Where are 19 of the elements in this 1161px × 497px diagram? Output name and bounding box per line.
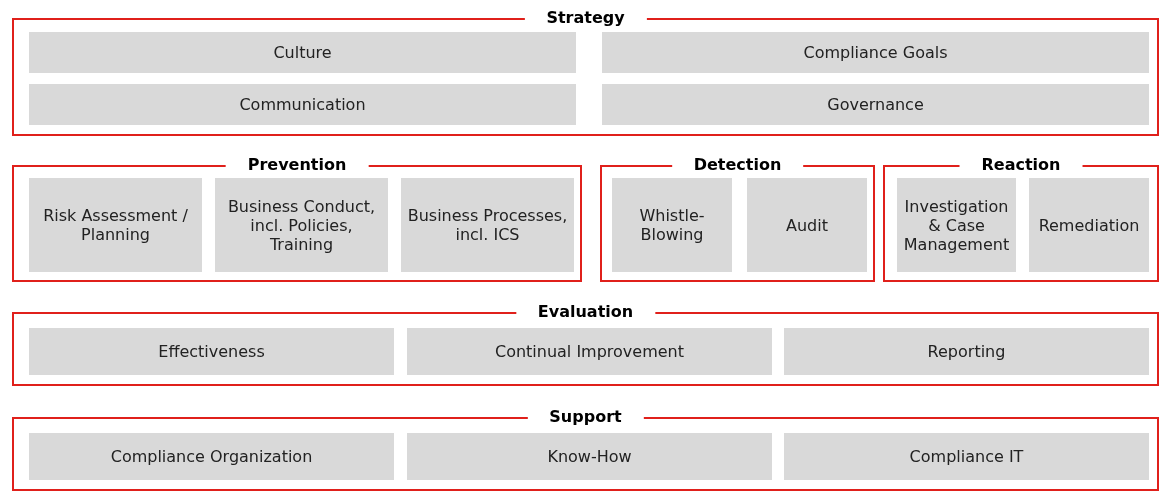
category-box: Compliance IT: [784, 433, 1149, 480]
category-box: Effectiveness: [29, 328, 394, 375]
category-box: Compliance Organization: [29, 433, 394, 480]
category-box: Business Conduct, incl. Policies, Training: [215, 178, 388, 272]
category-box: Know-How: [407, 433, 772, 480]
category-box: Audit: [747, 178, 867, 272]
category-box: Reporting: [784, 328, 1149, 375]
category-box: Remediation: [1029, 178, 1149, 272]
category-box: Business Processes, incl. ICS: [401, 178, 574, 272]
category-box: Investigation & Case Management: [897, 178, 1016, 272]
section-title: Support: [527, 407, 644, 427]
category-box: Risk Assessment / Planning: [29, 178, 202, 272]
section-title: Strategy: [524, 8, 647, 28]
category-box: Continual Improvement: [407, 328, 772, 375]
category-box: Culture: [29, 32, 576, 73]
category-box: Communication: [29, 84, 576, 125]
category-box: Governance: [602, 84, 1149, 125]
category-box: Compliance Goals: [602, 32, 1149, 73]
category-box: Whistle-Blowing: [612, 178, 732, 272]
